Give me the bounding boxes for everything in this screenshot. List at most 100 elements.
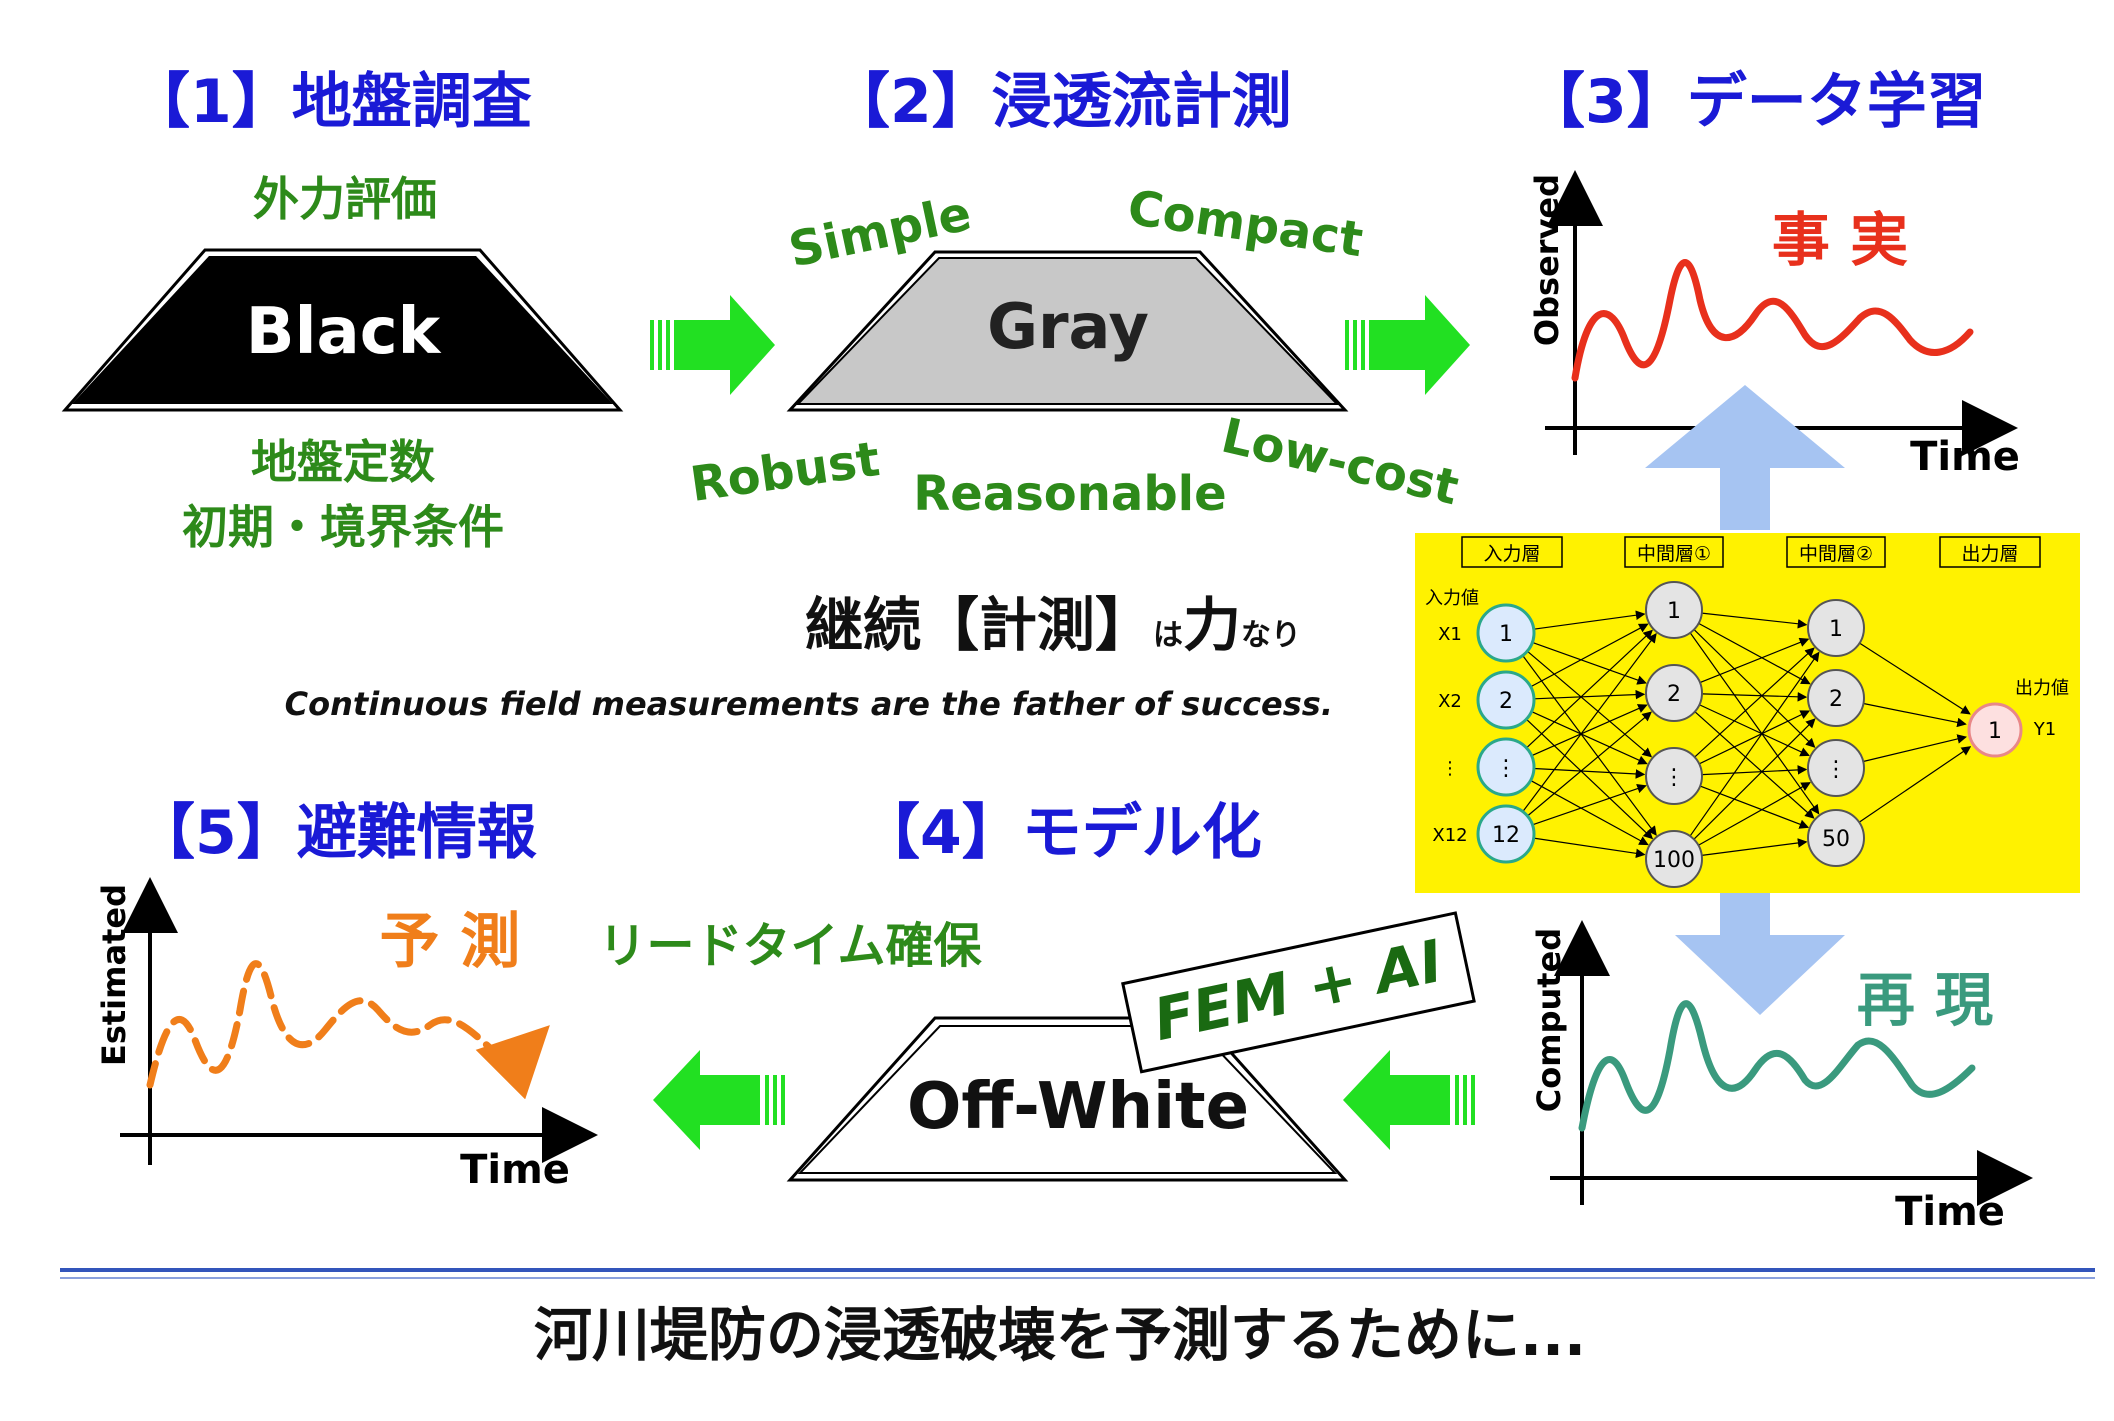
nn-input-vars: X1 X2 ⋮ X12 xyxy=(1432,624,1467,846)
nn-edge-l0-0-3 xyxy=(1522,655,1657,836)
external-force-label: 外力評価 xyxy=(253,172,437,226)
nn-hidden2-node-ellipsis-label: ⋮ xyxy=(1825,757,1847,782)
nn-input-node-ellipsis-label: ⋮ xyxy=(1495,756,1517,781)
offwhite-box: Off-White xyxy=(786,1016,1349,1182)
initial-boundary-label: 初期・境界条件 xyxy=(182,500,504,554)
observed-x-label: Time xyxy=(1910,434,2020,480)
nn-hidden2-node-1-label: 1 xyxy=(1829,617,1843,642)
arrow-nn-to-observed xyxy=(1645,385,1845,530)
nn-edge-l2-1-0 xyxy=(1863,702,1967,728)
motto-main: 継続【計測】 xyxy=(805,591,1153,659)
nn-edge-l0-1-2 xyxy=(1531,710,1648,765)
observed-title: 事 実 xyxy=(1772,206,1908,274)
nn-layer-header-input: 入力層 xyxy=(1483,543,1540,565)
nn-edge-l0-1-0 xyxy=(1530,623,1649,688)
nn-edge-l1-1-3 xyxy=(1694,711,1815,819)
step3-title: 【3】データ学習 xyxy=(1525,67,1987,137)
nn-input-node-1-label: 1 xyxy=(1499,622,1513,647)
nn-edge-l1-2-3 xyxy=(1699,785,1810,829)
arrow-step4-to-step5 xyxy=(653,1050,785,1150)
nn-input-node-2 xyxy=(1476,670,1536,730)
lowcost-label: Low-cost xyxy=(1216,408,1463,517)
motto: 継続【計測】は力なり Continuous field measurements… xyxy=(285,591,1333,723)
nn-layer-header-output: 出力層 xyxy=(1961,543,2018,565)
offwhite-label: Off-White xyxy=(907,1070,1249,1144)
nn-hidden2-node-50-label: 50 xyxy=(1822,827,1850,852)
ground-constants-label: 地盤定数 xyxy=(251,435,435,489)
nn-input-var-2: X2 xyxy=(1438,691,1462,712)
step5-title: 【5】避難情報 xyxy=(135,798,537,868)
nn-input-var-1: X1 xyxy=(1438,624,1462,645)
nn-output-node-1 xyxy=(1967,702,2023,758)
fem-ai-badge: FEM + AI xyxy=(1121,911,1476,1074)
fem-ai-badge-box xyxy=(1121,911,1476,1074)
nn-edge-l1-0-3 xyxy=(1689,632,1820,815)
observed-y-label: Observed xyxy=(1528,174,1566,346)
nn-input-node-1 xyxy=(1476,603,1536,663)
observed-chart: Observed Time 事 実 xyxy=(1528,170,2020,480)
nn-edge-l0-2-2 xyxy=(1533,767,1646,779)
estimated-x-label: Time xyxy=(460,1147,570,1193)
nn-edge-l2-0-0 xyxy=(1859,642,1971,715)
nn-output-nodes: 1 xyxy=(1967,702,2023,758)
black-box-fill xyxy=(72,256,613,404)
nn-hidden2-node-2-label: 2 xyxy=(1829,687,1843,712)
motto-suffix: なり xyxy=(1241,618,1301,653)
nn-input-var-12: X12 xyxy=(1432,825,1467,846)
nn-edge-l0-3-1 xyxy=(1527,711,1652,817)
nn-hidden1-node-ellipsis xyxy=(1645,747,1703,805)
nn-input-label: 入力値 xyxy=(1425,588,1479,609)
nn-input-node-ellipsis xyxy=(1476,737,1536,797)
nn-hidden2-node-2 xyxy=(1807,669,1865,727)
nn-layer-headers: 入力層 中間層① 中間層② 出力層 xyxy=(1461,536,2041,568)
nn-edge-l1-0-2 xyxy=(1693,629,1816,748)
nn-edge-l2-3-0 xyxy=(1858,746,1972,823)
nn-layer-header-hidden2: 中間層② xyxy=(1799,543,1873,565)
step4-title: 【4】モデル化 xyxy=(860,798,1262,868)
nn-edge-l2-2-0 xyxy=(1863,734,1967,763)
nn-edge-l1-1-1 xyxy=(1701,692,1808,702)
nn-layer-header-hidden1: 中間層① xyxy=(1637,543,1711,565)
step2-title: 【2】浸透流計測 xyxy=(830,67,1292,137)
nn-edge-l1-1-0 xyxy=(1699,637,1810,684)
nn-edge-l1-2-1 xyxy=(1698,710,1811,765)
nn-edge-l0-2-0 xyxy=(1526,629,1653,749)
arrow-computed-to-step4 xyxy=(1343,1050,1475,1150)
black-box-label: Black xyxy=(246,295,442,369)
gray-box-label: Gray xyxy=(987,290,1149,363)
nn-edge-l1-2-0 xyxy=(1694,647,1815,758)
neural-network-panel: 入力層 中間層① 中間層② 出力層 入力値 出力値 X1 X2 ⋮ X12 Y1… xyxy=(1415,533,2080,893)
computed-chart: Computed Time 再 現 xyxy=(1530,920,2033,1235)
nn-edge-l0-1-3 xyxy=(1525,718,1654,840)
nn-connections xyxy=(1522,610,1972,859)
nn-hidden1-node-2-label: 2 xyxy=(1667,682,1681,707)
nn-edge-l0-0-2 xyxy=(1526,650,1653,758)
nn-input-nodes: 1 2 ⋮ 12 xyxy=(1476,603,1536,864)
computed-y-label: Computed xyxy=(1530,928,1568,1112)
nn-output-node-1-label: 1 xyxy=(1988,719,2002,744)
estimated-y-label: Estimated xyxy=(95,884,133,1066)
footer-caption: 河川堤防の浸透破壊を予測するために... xyxy=(534,1301,1586,1369)
svg-text:継続【計測】は力なり: 継続【計測】は力なり xyxy=(805,591,1301,659)
estimated-chart: Estimated Time 予 測 リードタイム確保 xyxy=(95,877,983,1193)
estimated-title: 予 測 xyxy=(380,907,521,977)
computed-x-label: Time xyxy=(1895,1189,2005,1235)
nn-edge-l0-3-3 xyxy=(1533,837,1646,859)
nn-hidden1-node-1-label: 1 xyxy=(1667,599,1681,624)
step1-title: 【1】地盤調査 xyxy=(130,67,532,137)
nn-edge-l1-3-1 xyxy=(1693,718,1816,840)
observed-series-line xyxy=(1571,259,1974,382)
gray-box-fill xyxy=(795,257,1340,405)
motto-power: 力 xyxy=(1183,591,1241,659)
motto-particle: は xyxy=(1153,618,1183,653)
nn-input-node-12 xyxy=(1476,804,1536,864)
nn-edge-l0-0-1 xyxy=(1532,641,1647,685)
nn-hidden1-node-ellipsis-label: ⋮ xyxy=(1663,765,1685,790)
estimated-series-line xyxy=(146,960,550,1100)
nn-hidden2-node-1 xyxy=(1807,599,1865,657)
motto-english: Continuous field measurements are the fa… xyxy=(285,685,1333,723)
nn-input-var-ellipsis: ⋮ xyxy=(1441,758,1459,779)
nn-edge-l1-3-0 xyxy=(1689,651,1820,837)
nn-input-node-12-label: 12 xyxy=(1492,823,1520,848)
